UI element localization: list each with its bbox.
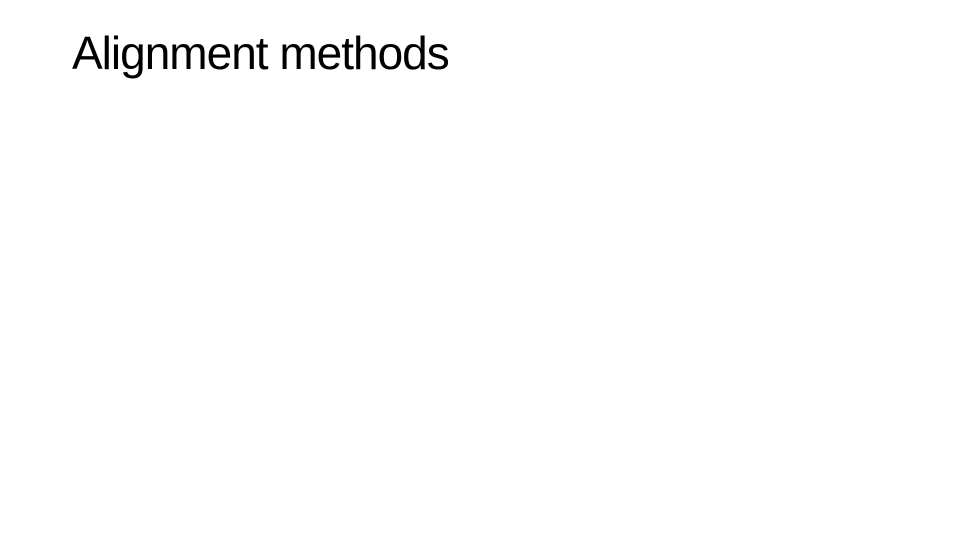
slide-title: Alignment methods <box>72 27 450 79</box>
